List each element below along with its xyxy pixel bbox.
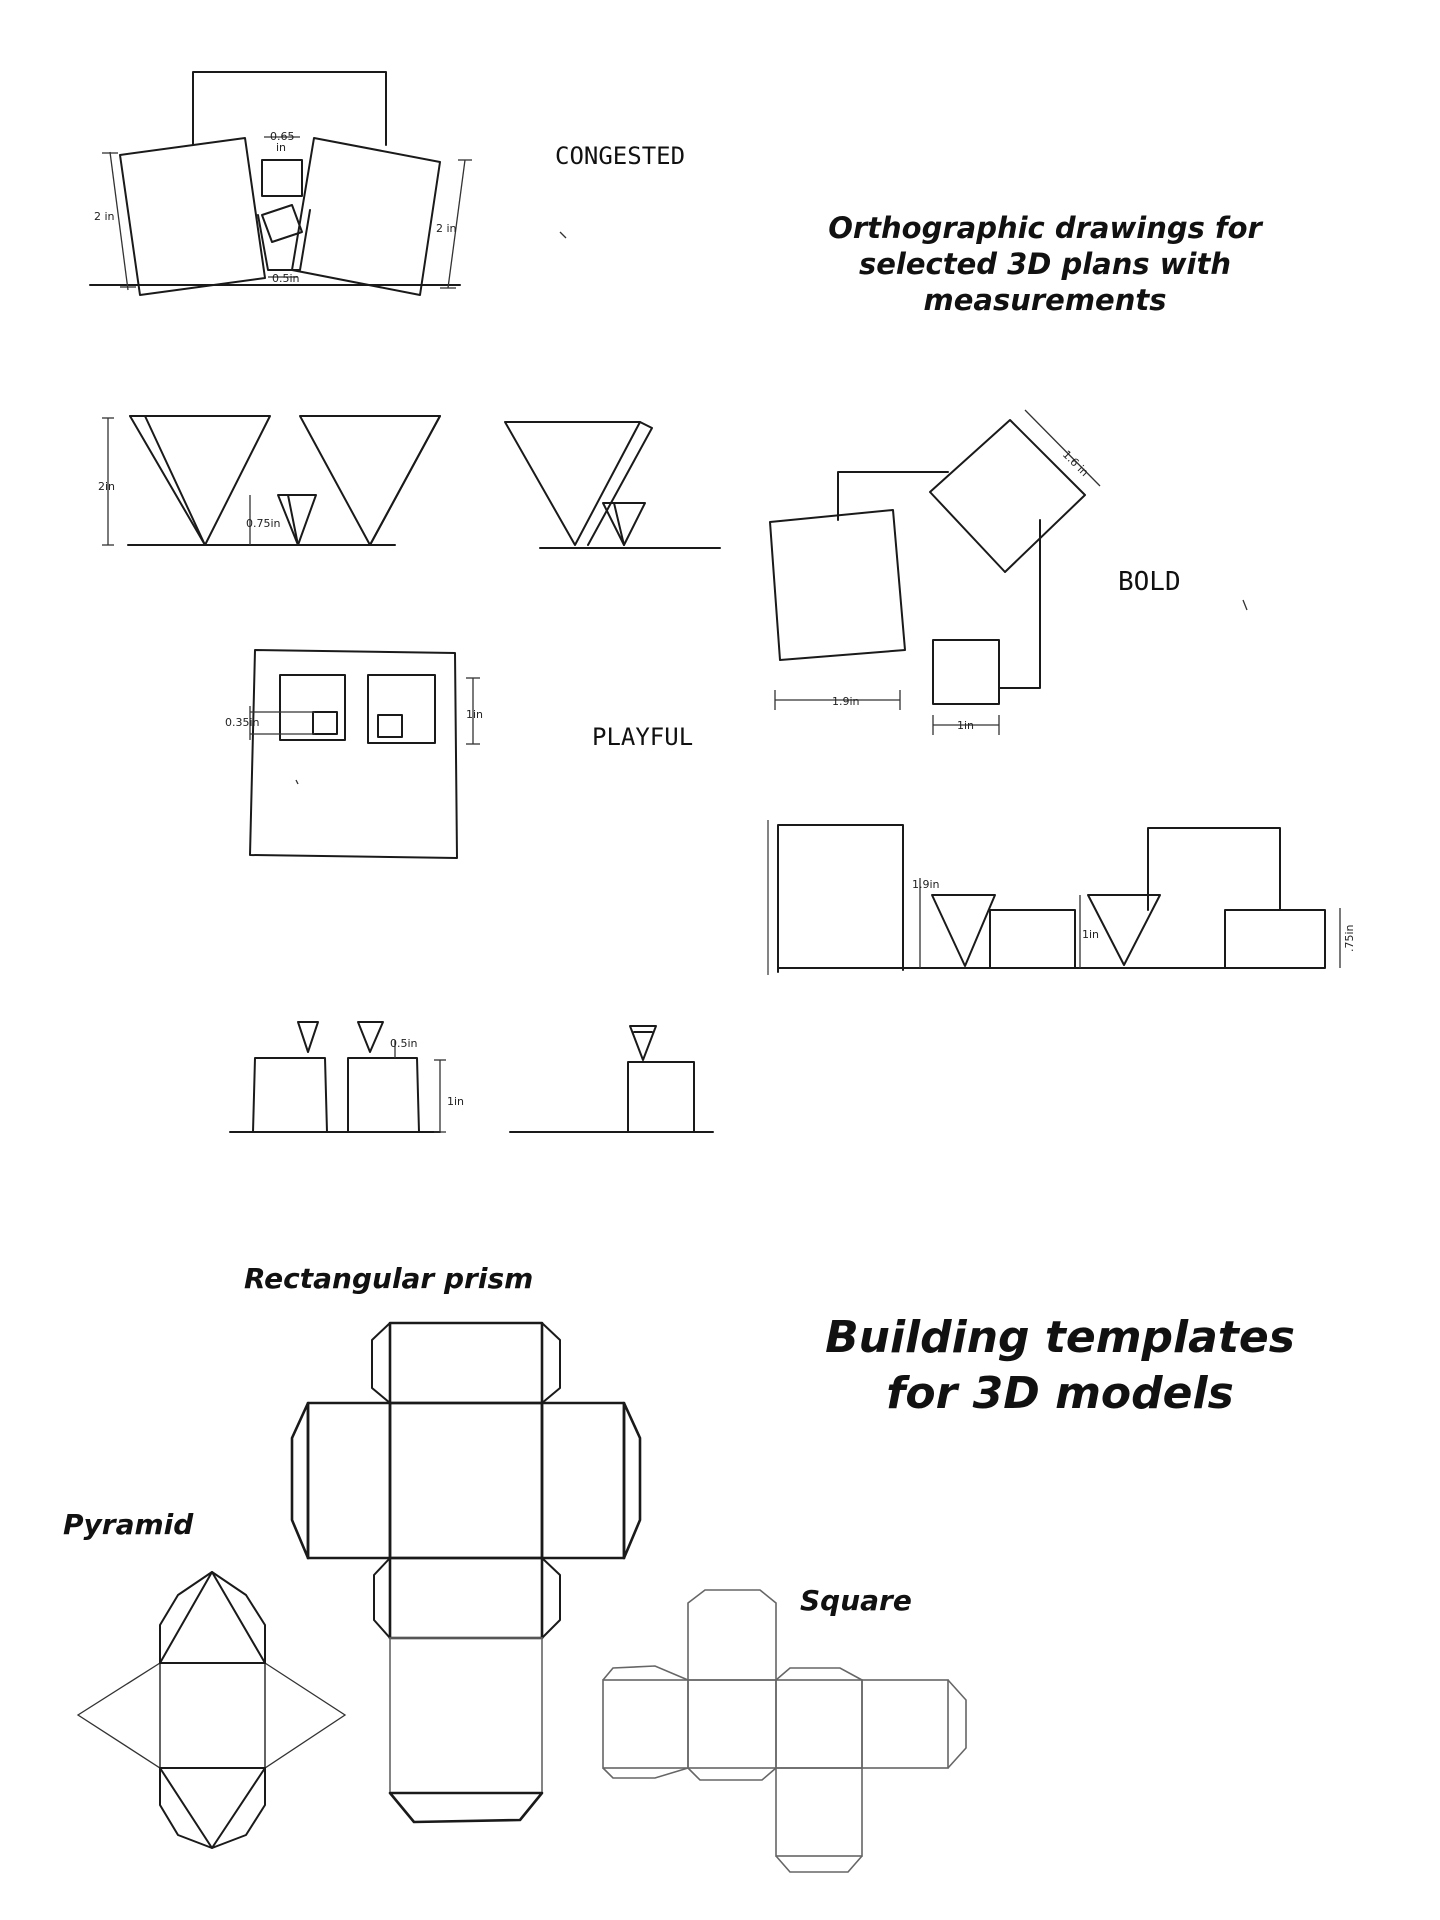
square-template xyxy=(602,1589,967,1873)
orthographic-heading-line-1: Orthographic drawings for xyxy=(828,211,1263,245)
congested-square-label-b: in xyxy=(276,141,286,154)
congested-square-label-a: 0.65 xyxy=(270,130,295,143)
rect-prism-template xyxy=(290,1321,642,1824)
bold-plan-drawing xyxy=(769,409,1248,735)
congested-label: CONGESTED xyxy=(555,142,685,170)
pyramid-label: Pyramid xyxy=(63,1508,194,1541)
bold-small-width-label: 1in xyxy=(957,719,974,732)
pyramid-template xyxy=(76,1571,347,1849)
templates-heading-line-2: for 3D models xyxy=(886,1368,1234,1419)
congested-right-height-label: 2 in xyxy=(436,222,457,235)
playful-plan-drawing xyxy=(249,649,480,859)
bold-label: BOLD xyxy=(1118,567,1181,597)
playful-elevation-drawing xyxy=(229,1021,714,1133)
orthographic-heading-line-3: measurements xyxy=(924,283,1167,317)
bold-elev-tall-label: 1.9in xyxy=(912,878,940,891)
congested-gap-label: 0.5in xyxy=(272,272,300,285)
playful-box-label: 1in xyxy=(466,708,483,721)
square-label: Square xyxy=(800,1584,912,1617)
playful-label: PLAYFUL xyxy=(592,723,693,751)
congested-plan-drawing xyxy=(89,71,567,296)
congested-elevation-drawing xyxy=(102,415,721,549)
bold-elev-mid-label: 1in xyxy=(1082,928,1099,941)
templates-heading-line-1: Building templates xyxy=(825,1312,1295,1363)
bold-left-width-label: 1.9in xyxy=(832,695,860,708)
bold-elev-right-label: .75in xyxy=(1343,924,1356,952)
playful-elev-height-label: 1in xyxy=(447,1095,464,1108)
orthographic-heading-line-2: selected 3D plans with xyxy=(859,247,1231,281)
playful-inner-label: 0.35in xyxy=(225,716,260,729)
bold-elevation-drawing xyxy=(767,820,1341,975)
congested-left-height-label: 2 in xyxy=(94,210,115,223)
playful-triangle-label: 0.5in xyxy=(390,1037,418,1050)
rect-prism-label: Rectangular prism xyxy=(244,1262,533,1295)
congested-elev-small-label: 0.75in xyxy=(246,517,281,530)
congested-elev-height-label: 2in xyxy=(98,480,115,493)
